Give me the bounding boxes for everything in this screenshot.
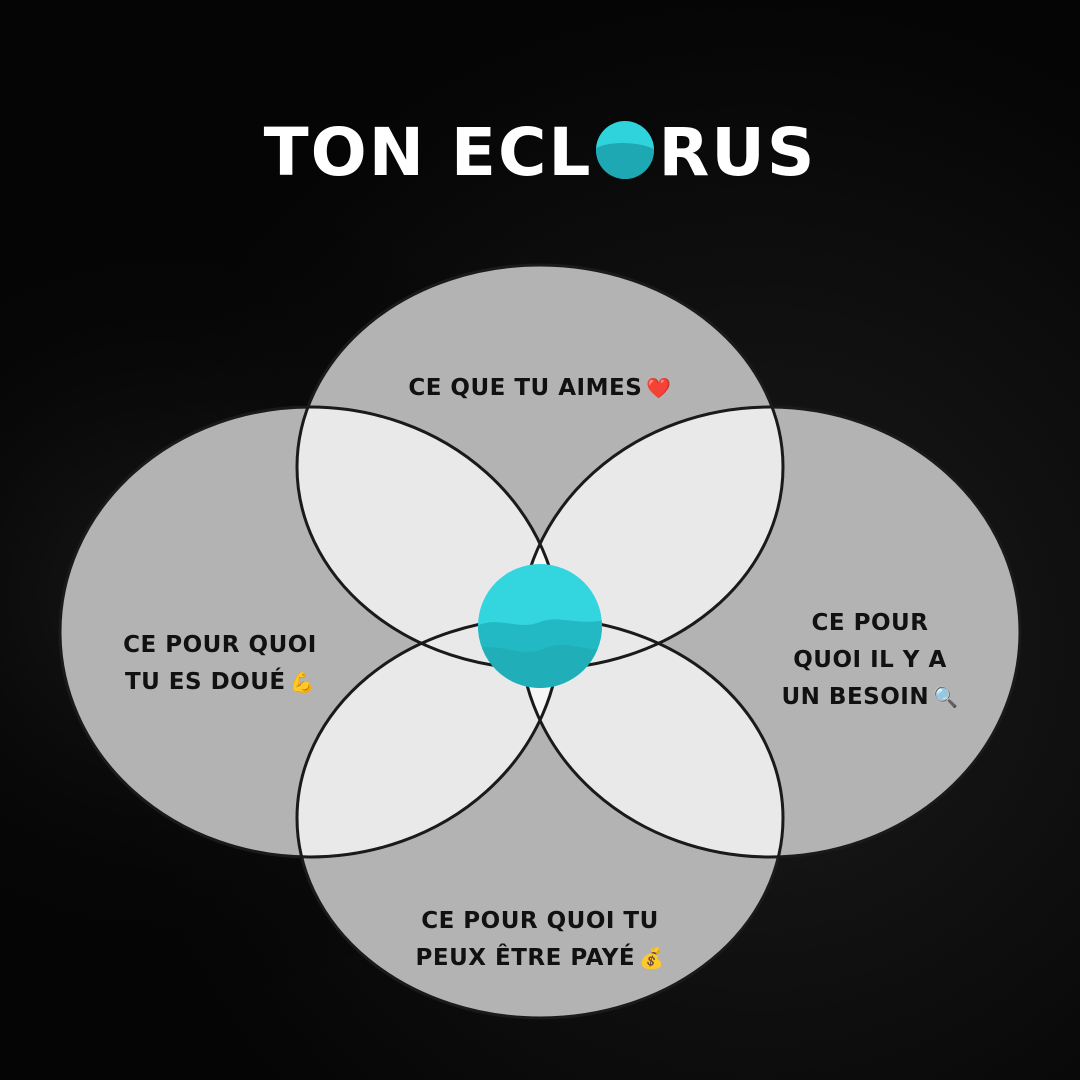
label-love: CE QUE TU AIMES❤️ [340,333,740,407]
label-skill: CE POUR QUOI TU ES DOUÉ💪 [90,590,350,701]
brand-title: TON ECL RUS [0,112,1080,192]
title-prefix: TON ECL [263,113,593,191]
magnifier-icon: 🔍 [933,685,959,709]
title-suffix: RUS [658,113,817,191]
title-orb-icon [596,121,655,179]
label-need-text: CE POUR QUOI IL Y A UN BESOIN [781,610,947,710]
label-paid-text: CE POUR QUOI TU PEUX ÊTRE PAYÉ [415,908,659,971]
label-paid: CE POUR QUOI TU PEUX ÊTRE PAYÉ💰 [360,866,720,977]
flexed-biceps-icon: 💪 [289,670,316,694]
heart-icon: ❤️ [646,376,672,400]
money-bag-icon: 💰 [639,946,665,970]
label-love-text: CE QUE TU AIMES [408,375,643,401]
label-need: CE POUR QUOI IL Y A UN BESOIN🔍 [750,568,990,716]
label-skill-text: CE POUR QUOI TU ES DOUÉ [123,632,317,695]
